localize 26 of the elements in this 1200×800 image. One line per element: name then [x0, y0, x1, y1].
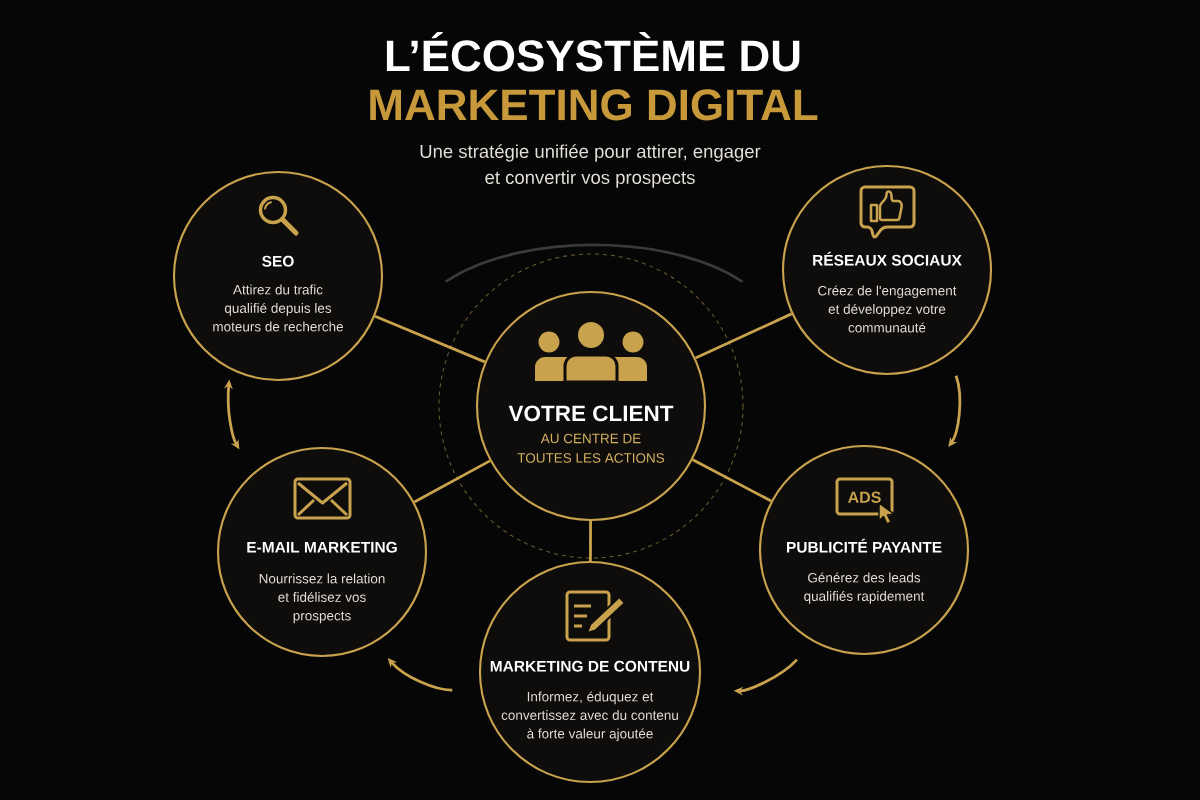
- topic-circle: [172, 170, 384, 382]
- connector-line: [692, 458, 772, 503]
- connector-line: [413, 459, 491, 504]
- topic-circle: [781, 164, 993, 376]
- description: Créez de l'engagement et développez votre communauté: [818, 285, 957, 333]
- client-circle: [475, 290, 707, 522]
- topic-circle: [758, 444, 970, 656]
- description: Nourrissez la relation et fidélisez vos prospects: [259, 573, 385, 624]
- connector-line: [374, 315, 486, 364]
- heading: MARKETING DE CONTENU: [490, 660, 690, 672]
- heading: RÉSEAUX SOCIAUX: [813, 251, 962, 266]
- curved-arrow: [948, 375, 962, 447]
- title: L’ÉCOSYSTÈME DU MARKETING DIGITAL: [370, 32, 818, 121]
- description: Informez, éduquez et convertissez avec du contenu à forte valeur ajoutée: [501, 691, 678, 742]
- ad-screen: ADS: [835, 477, 894, 516]
- topic-circle: [478, 560, 702, 784]
- topic-circle: [216, 446, 428, 658]
- subheading: AU CENTRE DE TOUTES LES ACTIONS: [517, 433, 665, 463]
- heading: PUBLICITÉ PAYANTE: [787, 538, 942, 553]
- heading: E-MAIL MARKETING: [247, 541, 397, 553]
- description: Générez des leads qualifiés rapidement: [804, 572, 925, 604]
- heading: SEO: [262, 255, 294, 267]
- heading: VOTRE CLIENT: [508, 405, 674, 422]
- description: Attirez du trafic qualifié depuis les moteurs de recherche: [213, 284, 343, 332]
- subtitle: Une stratégie unifiée pour attirer, engager et convertir vos prospects: [420, 144, 761, 188]
- connector-line: [694, 312, 793, 360]
